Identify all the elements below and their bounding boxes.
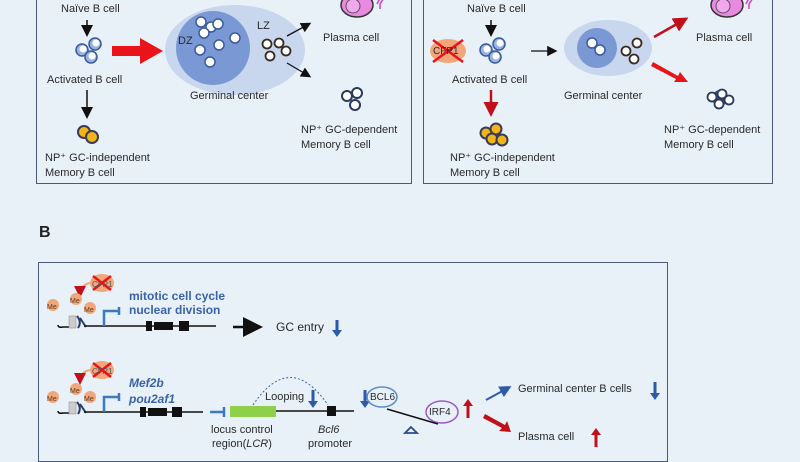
gene-label-mitotic: mitotic cell cycle: [129, 289, 226, 303]
diagram-graphics: [47, 0, 753, 447]
germinal-center-label-left: Germinal center: [190, 90, 269, 102]
down-arrow-gc-b-cells: [650, 382, 660, 400]
gene-label-nuclear: nuclear division: [129, 303, 221, 317]
cfp1-deleted-icon-a: [430, 38, 466, 64]
gene-label-pou2af1: pou2af1: [129, 392, 176, 406]
looping-label: Looping: [265, 391, 305, 403]
to-gc-b-cells-arrow: [485, 386, 512, 401]
gc-dependent-label-left-2: Memory B cell: [301, 139, 371, 151]
up-arrow-irf4: [463, 399, 473, 418]
methyl-marks-row2: [47, 383, 96, 403]
plasma-cell-label-b: Plasma cell: [518, 431, 575, 443]
down-arrow-bcl6: [360, 390, 370, 408]
germinal-center-label-right: Germinal center: [564, 90, 643, 102]
up-arrow-plasma-cell: [591, 428, 601, 447]
cfp1-label-a: CFP1: [433, 46, 459, 57]
activated-b-cell-icon-right: [479, 37, 506, 64]
plasma-cell-icon-left: [340, 0, 384, 18]
me-label-row2-a: Me: [47, 396, 57, 403]
lcr-label-1: locus control: [211, 424, 273, 436]
dz-label: DZ: [178, 35, 193, 47]
bcl6-protein-label: BCL6: [370, 392, 396, 403]
gc-b-cells-label: Germinal center B cells: [518, 383, 632, 395]
gc-dependent-label-right-1: NP⁺ GC-dependent: [664, 124, 761, 136]
gene-locus-row1: [57, 307, 216, 331]
gc-dependent-label-left-1: NP⁺ GC-dependent: [301, 124, 398, 136]
bcl6-locus: [230, 377, 354, 417]
promoter-label: promoter: [308, 438, 353, 450]
cfp1-label-row2: CFP1: [92, 367, 113, 376]
lcr-label-2: region(LCR): [212, 438, 272, 450]
activated-b-cell-label-left: Activated B cell: [47, 74, 123, 86]
cfp1-label-row1: CFP1: [92, 280, 113, 289]
gene-locus-row2: [57, 393, 203, 417]
bcl6-irf4-seesaw: [366, 386, 459, 434]
methyl-marks-row1: [47, 293, 96, 314]
cfp1-deleted-icon-row1: [74, 274, 114, 298]
germinal-center-left: [165, 5, 305, 95]
gc-independent-label-left-1: NP⁺ GC-independent: [45, 152, 150, 164]
germinal-center-right: [564, 20, 652, 76]
gc-dependent-memory-icon-right: [706, 88, 735, 110]
gene-label-mef2b: Mef2b: [129, 376, 164, 390]
lz-label: LZ: [257, 20, 270, 32]
irf4-protein-label: IRF4: [429, 407, 451, 418]
looping-arc: [252, 377, 329, 406]
inhibition-bar-icon: [210, 407, 226, 417]
me-label-row1-c: Me: [84, 307, 94, 314]
down-arrow-looping: [308, 390, 318, 408]
gc-independent-label-left-2: Memory B cell: [45, 167, 115, 179]
panel-b-label: B: [39, 224, 51, 241]
panel-a-cfp1-knockout: [423, 0, 773, 184]
bcl6-gene-label: Bcl6: [318, 424, 340, 436]
gc-to-plasma-arrow-right: [653, 17, 689, 39]
gc-to-plasma-arrow-left: [286, 22, 312, 37]
down-arrow-gc-entry: [332, 320, 342, 337]
gc-dependent-label-right-2: Memory B cell: [664, 139, 734, 151]
plasma-cell-label-left: Plasma cell: [323, 32, 380, 44]
me-label-row1-b: Me: [70, 298, 80, 305]
me-label-row2-c: Me: [84, 396, 94, 403]
gc-independent-label-right-2: Memory B cell: [450, 167, 520, 179]
gc-dependent-memory-icon-left: [341, 87, 363, 111]
activated-b-cell-icon-left: [75, 37, 102, 64]
gc-independent-label-right-1: NP⁺ GC-independent: [450, 152, 555, 164]
me-label-row2-b: Me: [70, 388, 80, 395]
red-arrow-to-gc: [112, 38, 163, 64]
naive-b-cell-label-right: Naïve B cell: [467, 3, 526, 15]
promoter-arrow-icon: [102, 307, 121, 326]
me-label-row1-a: Me: [47, 304, 57, 311]
cfp1-deleted-icon-row2: [74, 361, 114, 385]
naive-b-cell-label-left: Naïve B cell: [61, 3, 120, 15]
gc-independent-memory-icon-left: [77, 125, 99, 144]
activated-b-cell-label-right: Activated B cell: [452, 74, 528, 86]
plasma-cell-label-right: Plasma cell: [696, 32, 753, 44]
panel-a-wildtype: [36, 0, 412, 184]
gc-to-memory-arrow-left: [286, 62, 312, 78]
gc-to-memory-arrow-right: [651, 62, 688, 82]
promoter-arrow-icon: [102, 393, 121, 412]
to-plasma-cell-arrow: [483, 414, 511, 432]
gc-independent-memory-icon-right: [479, 122, 509, 147]
plasma-cell-icon-right: [710, 0, 753, 18]
gc-entry-label: GC entry: [276, 320, 325, 334]
